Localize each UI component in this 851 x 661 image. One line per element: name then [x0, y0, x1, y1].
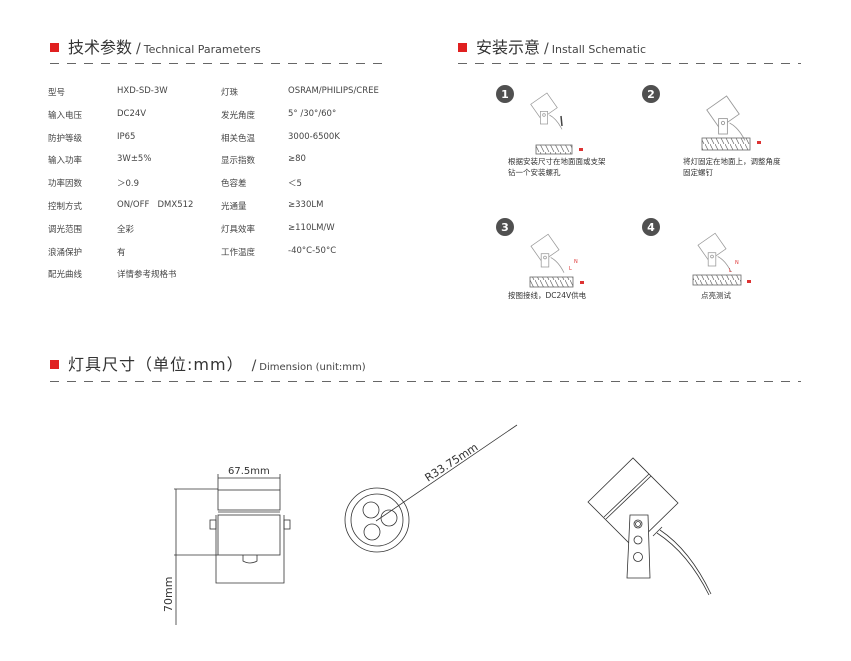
param-label: 色容差 [221, 179, 247, 189]
param-value: ＞0.9 [117, 179, 140, 189]
dashed-divider [50, 381, 801, 382]
red-square-icon [50, 43, 59, 52]
step-caption-3: 按图接线，DC24V供电 [508, 291, 587, 300]
param-label: 工作温度 [221, 248, 256, 258]
front-view-drawing [174, 474, 291, 625]
radius-dimension-label: R33.75mm [423, 441, 481, 485]
param-value: 5° /30°/60° [288, 109, 337, 119]
red-square-icon [50, 360, 59, 369]
section-header-technical: 技术参数 /Technical Parameters [50, 34, 261, 58]
side-view-drawing [587, 457, 712, 596]
param-value: 3W±5% [117, 154, 152, 164]
slash: / [544, 41, 549, 57]
param-label: 浪涌保护 [48, 248, 83, 258]
param-label: 灯珠 [221, 88, 239, 98]
param-value: HXD-SD-3W [117, 86, 168, 96]
param-label: 发光角度 [221, 111, 256, 121]
section-title-cn: 技术参数 [68, 38, 133, 57]
section-title-en: Dimension (unit:mm) [259, 362, 366, 373]
red-square-icon [458, 43, 467, 52]
param-label: 输入功率 [48, 156, 83, 166]
param-label: 配光曲线 [48, 270, 83, 280]
caption-line: 将灯固定在地面上，调整角度 [683, 157, 781, 166]
param-label: 调光范围 [48, 225, 83, 235]
step-badge-4: 4 [642, 218, 660, 236]
param-value: -40°C-50°C [288, 246, 337, 256]
caption-line: 固定螺钉 [683, 168, 713, 177]
param-value: ≥80 [288, 154, 306, 164]
svg-text:L: L [729, 268, 732, 274]
step-badge-1: 1 [496, 85, 514, 103]
svg-text:N: N [735, 260, 739, 266]
svg-text:N: N [574, 259, 578, 265]
section-title-en: Install Schematic [551, 43, 646, 56]
param-value: 全彩 [117, 225, 135, 235]
step-badge-2: 2 [642, 85, 660, 103]
step-caption-4: 点亮测试 [701, 291, 731, 300]
param-label: 相关色温 [221, 134, 256, 144]
param-label: 显示指数 [221, 156, 256, 166]
param-value: ≥110LM/W [288, 223, 335, 233]
slash: / [136, 41, 141, 57]
dashed-divider [50, 63, 386, 64]
caption-line: 根据安装尺寸在地面面或支架 [508, 157, 606, 166]
param-label: 防护等级 [48, 134, 83, 144]
param-label: 型号 [48, 88, 66, 98]
param-value: ≥330LM [288, 200, 324, 210]
install-illustration-2 [701, 95, 761, 151]
install-illustration-3: L N [529, 233, 584, 288]
caption-line: 钻一个安装螺孔 [508, 168, 561, 177]
param-value: 详情参考规格书 [117, 270, 177, 280]
param-label: 输入电压 [48, 111, 83, 121]
section-header-install: 安装示意 /Install Schematic [458, 34, 646, 58]
install-illustration-4: L N [692, 232, 751, 286]
section-title-en: Technical Parameters [143, 43, 261, 56]
install-illustration-1 [530, 92, 583, 155]
param-label: 光通量 [221, 202, 247, 212]
param-value: IP65 [117, 132, 136, 142]
section-title-cn: 安装示意 [476, 38, 541, 57]
slash: / [251, 358, 257, 374]
step-caption-1: 根据安装尺寸在地面面或支架 钻一个安装螺孔 [508, 156, 606, 178]
param-value: OSRAM/PHILIPS/CREE [288, 86, 379, 96]
param-value: DC24V [117, 109, 147, 119]
step-badge-3: 3 [496, 218, 514, 236]
svg-text:L: L [569, 266, 572, 272]
section-title-cn: 灯具尺寸（单位:mm） [68, 355, 244, 374]
param-label: 功率因数 [48, 179, 83, 189]
height-dimension-label: 70mm [162, 577, 175, 612]
dashed-divider [458, 63, 801, 64]
param-value: 有 [117, 248, 126, 258]
param-label: 灯具效率 [221, 225, 256, 235]
width-dimension-label: 67.5mm [228, 466, 270, 477]
param-value: ＜5 [288, 179, 302, 189]
param-label: 控制方式 [48, 202, 83, 212]
step-caption-2: 将灯固定在地面上，调整角度 固定螺钉 [683, 156, 781, 178]
param-value: ON/OFF DMX512 [117, 200, 194, 210]
top-view-drawing [344, 424, 518, 553]
section-header-dimension: 灯具尺寸（单位:mm） /Dimension (unit:mm) [50, 351, 366, 375]
param-value: 3000-6500K [288, 132, 340, 142]
